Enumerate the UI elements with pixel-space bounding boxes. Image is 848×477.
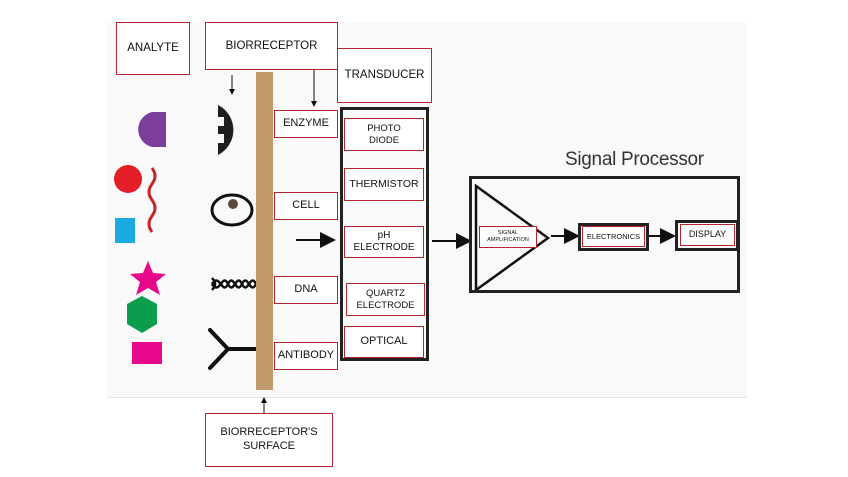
transducer-block: [340, 107, 429, 361]
analyte-green-hexagon: [127, 296, 157, 333]
biorreceptor-label: BIORRECEPTOR: [205, 22, 338, 70]
electronics-block: [578, 223, 649, 251]
biorreceptor-antibody: ANTIBODY: [274, 342, 338, 370]
transducer-label: TRANSDUCER: [337, 48, 432, 103]
electronics-label: ELECTRONICS: [582, 226, 645, 247]
dna-icon-2: [210, 279, 258, 289]
transducer-optical: OPTICAL: [344, 326, 424, 358]
cell-icon: [210, 193, 254, 227]
analyte-label: ANALYTE: [116, 22, 190, 75]
signal-processor-title: Signal Processor: [565, 149, 704, 170]
antibody-icon: [208, 328, 258, 370]
transducer-photodiode: PHOTO DIODE: [344, 118, 424, 151]
analyte-red-strand: [147, 167, 157, 233]
transducer-quartz-electrode: QUARTZ ELECTRODE: [346, 283, 425, 316]
analyte-red-circle: [114, 165, 142, 193]
cell-nucleus-icon: [228, 199, 238, 209]
analyte-magenta-square: [132, 342, 162, 364]
biorreceptor-dna: DNA: [274, 276, 338, 304]
display-label: DISPLAY: [680, 224, 735, 246]
analyte-magenta-star: [130, 261, 166, 295]
display-block: [675, 220, 739, 251]
analyte-purple-shape: [138, 112, 166, 147]
divider-line: [107, 397, 747, 398]
analyte-blue-square: [115, 218, 135, 243]
transducer-thermistor: THERMISTOR: [344, 168, 424, 201]
amplifier-triangle: [474, 183, 551, 293]
biorreceptor-surface-label: BIORRECEPTOR'S SURFACE: [205, 413, 333, 467]
signal-amplification-label: SIGNAL AMPLIFICATION: [479, 226, 537, 248]
enzyme-icon: [218, 105, 234, 155]
biorreceptor-cell: CELL: [274, 192, 338, 220]
transducer-ph-electrode: pH ELECTRODE: [344, 226, 424, 258]
biorreceptor-enzyme: ENZYME: [274, 110, 338, 138]
biorreceptor-surface-bar: [256, 72, 273, 390]
